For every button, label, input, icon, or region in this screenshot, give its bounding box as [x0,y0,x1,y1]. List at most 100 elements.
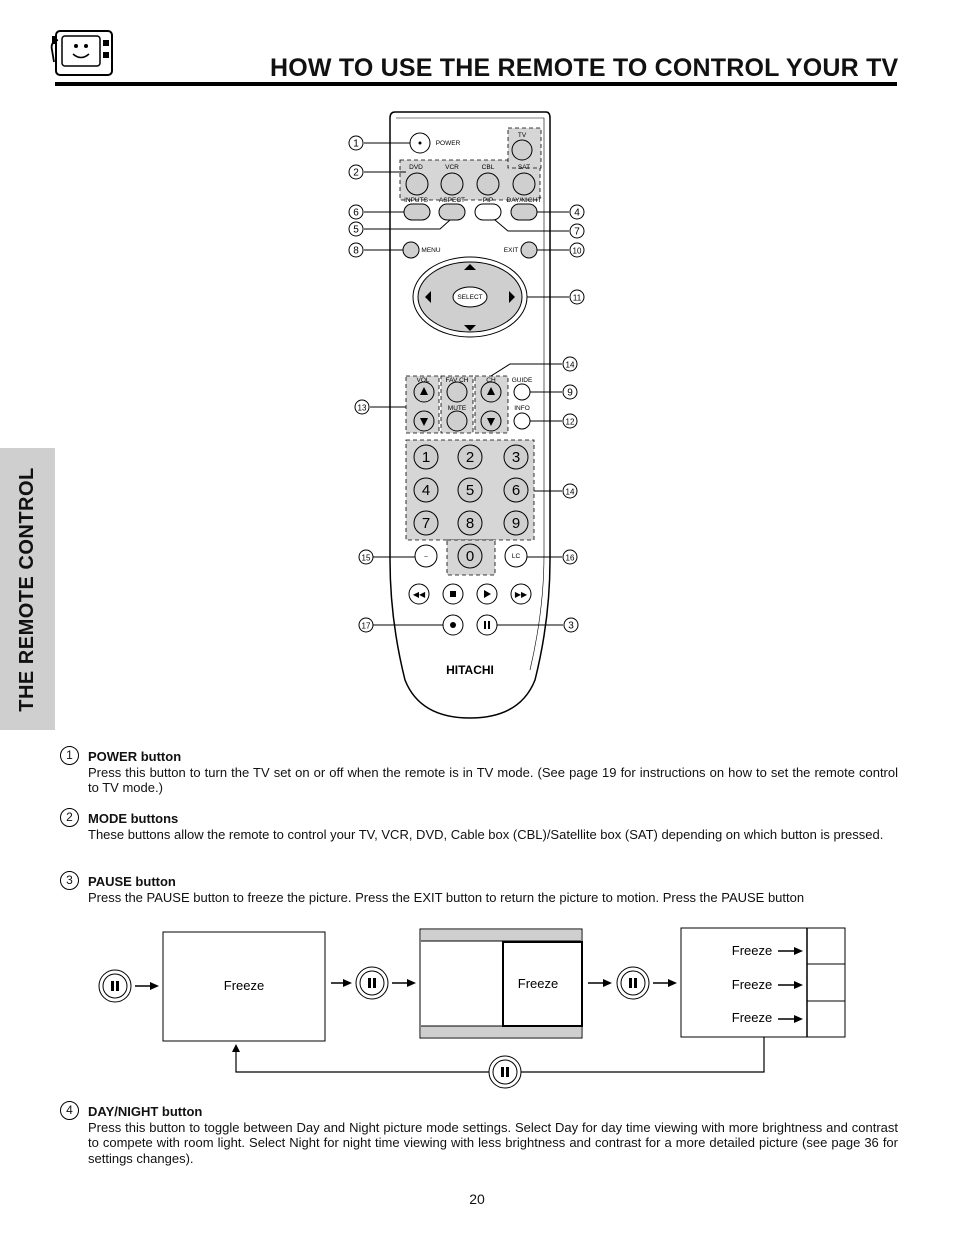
callout-circle [358,549,374,565]
pause-icon [98,969,132,1003]
svg-text:VCR: VCR [445,164,459,171]
callout-circle [348,204,364,220]
callout-circle [562,413,578,429]
item-daynight: 4 DAY/NIGHT button Press this button to … [60,1101,898,1166]
freeze-label: Freeze [732,977,772,992]
freeze-label: Freeze [224,978,264,993]
callout-number: 9 [567,388,573,399]
aspect-button [438,203,466,221]
digit-button [457,477,483,503]
digit-button [457,543,483,569]
callout-number: 17 [362,622,371,631]
callout-circle [569,289,585,305]
item-mode: 2 MODE buttons These buttons allow the r… [60,808,898,842]
freeze-label: Freeze [732,943,772,958]
callout-number: 14 [566,361,575,370]
item-body: These buttons allow the remote to contro… [88,826,884,842]
item-number: 1 [60,746,79,765]
svg-text:HITACHI: HITACHI [446,663,494,677]
svg-text:EXIT: EXIT [504,247,518,254]
svg-text:MUTE: MUTE [448,405,467,412]
tv-mode-button [511,139,533,161]
digit-button [413,510,439,536]
callout-number: 7 [574,227,580,238]
callout-number: 5 [353,225,359,236]
digit-label: 4 [422,482,430,499]
callout-number: 6 [353,208,359,219]
tv-mascot-icon [50,30,113,76]
svg-text:▶▶: ▶▶ [515,590,528,599]
side-tab [0,448,55,730]
callout-number: 1 [353,139,359,150]
callout-circle [569,204,585,220]
item-heading: POWER button [88,749,182,764]
digit-label: 0 [466,548,474,565]
lc-button [504,544,528,568]
item-power: 1 POWER button Press this button to turn… [60,746,898,796]
callout-circle [348,242,364,258]
digit-button [503,444,529,470]
item-number: 3 [60,871,79,890]
callout-number: 3 [568,621,574,632]
item-body: Press this button to toggle between Day … [88,1119,898,1166]
svg-text:GUIDE: GUIDE [512,377,533,384]
digit-label: 2 [466,449,474,466]
svg-text:DAY/NIGHT: DAY/NIGHT [507,197,542,204]
freeze-diagram: Freeze Freeze Freeze Freeze Freeze [98,927,846,1089]
svg-text:–: – [424,553,428,560]
svg-text:FAV CH: FAV CH [446,377,469,384]
title-rule [55,82,897,86]
pause-button [476,614,498,636]
callout-circle [562,356,578,372]
svg-text:VOL: VOL [416,377,429,384]
callout-circle [348,221,364,237]
item-number: 2 [60,808,79,827]
digit-label: 5 [466,482,474,499]
svg-text:CBL: CBL [482,164,495,171]
digit-button [503,510,529,536]
svg-text:DVD: DVD [409,164,423,171]
digit-label: 1 [422,449,430,466]
callout-number: 10 [573,247,582,256]
callout-number: 12 [566,418,575,427]
callout-circle [563,617,579,633]
callout-circle [348,135,364,151]
callout-number: 4 [574,208,580,219]
select-button [452,286,488,308]
svg-text:SAT: SAT [518,164,530,171]
freeze-label: Freeze [518,976,558,991]
callout-number: 15 [362,554,371,563]
digit-button [413,477,439,503]
digit-label: 7 [422,515,430,532]
vcr-button [440,172,464,196]
svg-text:MENU: MENU [421,247,440,254]
page-number: 20 [469,1191,485,1207]
svg-text:SELECT: SELECT [457,294,482,301]
side-tab-label: THE REMOTE CONTROL [16,466,39,712]
digit-label: 9 [512,515,520,532]
callout-number: 11 [573,294,582,303]
callout-number: 8 [353,246,359,257]
item-heading: MODE buttons [88,811,179,826]
svg-text:◀◀: ◀◀ [413,590,426,599]
callout-circle [562,549,578,565]
item-pause: 3 PAUSE button Press the PAUSE button to… [60,871,898,905]
svg-text:PIP: PIP [483,197,493,204]
callout-circle [569,242,585,258]
callout-number: 14 [566,488,575,497]
digit-label: 6 [512,482,520,499]
power-label: POWER [436,140,461,147]
svg-text:INPUTS: INPUTS [404,197,429,204]
exit-button [520,241,538,259]
freeze-label: Freeze [732,1010,772,1025]
svg-text:LC: LC [512,553,521,560]
callout-number: 13 [358,404,367,413]
callout-number: 16 [566,554,575,563]
item-body: Press this button to turn the TV set on … [88,764,898,796]
pip-button [474,203,502,221]
inputs-button [403,203,431,221]
svg-text:TV: TV [518,132,527,139]
item-number: 4 [60,1101,79,1120]
callout-circle [354,399,370,415]
dvd-button [405,172,429,196]
